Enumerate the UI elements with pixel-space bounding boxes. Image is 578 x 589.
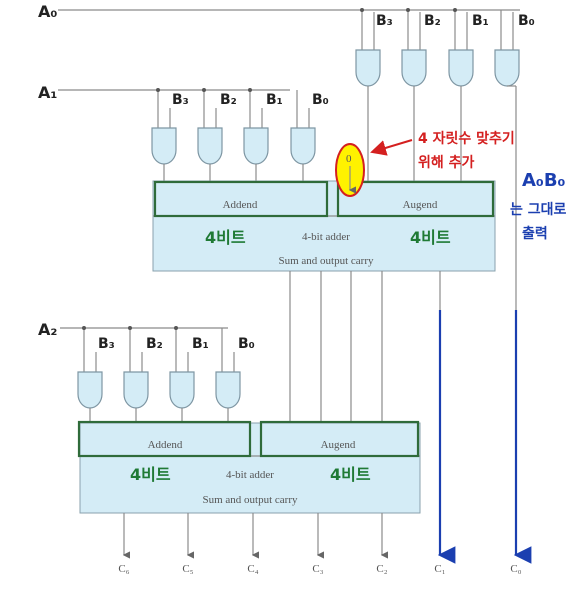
b0-label-mid: B₀ — [312, 92, 329, 108]
b2-label-top: B₂ — [424, 13, 441, 29]
blue-note-line2: 는 그대로 — [510, 202, 567, 218]
adder-top-addend-label: Addend — [223, 199, 258, 211]
b0-label-top: B₀ — [518, 13, 535, 29]
adder-top-addend-highlight — [153, 180, 329, 218]
adder-bottom-augend-label: Augend — [321, 439, 356, 451]
adder-bottom-augend-highlight — [259, 420, 420, 458]
adder-top-augend-highlight — [336, 180, 495, 218]
output-c1: C₁ — [434, 563, 445, 575]
blue-note-line1: A₀B₀ — [522, 170, 566, 191]
and-gate-mid-3 — [151, 127, 177, 165]
and-gate-bot-3 — [77, 371, 103, 409]
red-note-line2: 위해 추가 — [418, 155, 475, 171]
adder-top-box — [152, 180, 496, 272]
b0-label-bot: B₀ — [238, 336, 255, 352]
b3-label-top: B₃ — [376, 13, 393, 29]
adder-top-output: Sum and output carry — [278, 255, 374, 267]
and-gate-mid-0 — [290, 127, 316, 165]
red-arrow — [370, 139, 413, 156]
a0-label: A₀ — [38, 2, 57, 21]
and-gate-top-1 — [448, 49, 474, 87]
adder-bottom-output: Sum and output carry — [202, 494, 298, 506]
output-c4: C₄ — [247, 563, 258, 575]
adder-top-right-note: 4비트 — [410, 228, 451, 247]
and-gate-bot-0 — [215, 371, 241, 409]
adder-top-augend-label: Augend — [403, 199, 438, 211]
and-gate-bot-2 — [123, 371, 149, 409]
output-c3: C₃ — [312, 563, 323, 575]
a1-label: A₁ — [38, 83, 57, 102]
output-c0: C₀ — [510, 563, 521, 575]
adder-bottom-left-note: 4비트 — [130, 465, 171, 484]
b1-label-bot: B₁ — [192, 336, 209, 352]
b3-label-bot: B₃ — [98, 336, 115, 352]
adder-bottom-addend-label: Addend — [148, 439, 183, 451]
and-gate-top-3 — [355, 49, 381, 87]
b3-label-mid: B₃ — [172, 92, 189, 108]
and-gate-mid-2 — [197, 127, 223, 165]
red-note-line1: 4 자릿수 맞추기 — [418, 130, 515, 147]
blue-note-line3: 출력 — [522, 225, 548, 242]
output-c6: C₆ — [118, 563, 129, 575]
b2-label-mid: B₂ — [220, 92, 237, 108]
and-gate-mid-1 — [243, 127, 269, 165]
and-gate-bot-1 — [169, 371, 195, 409]
and-gate-top-0 — [494, 49, 520, 87]
b2-label-bot: B₂ — [146, 336, 163, 352]
adder-bottom-right-note: 4비트 — [330, 465, 371, 484]
zero-input-label: 0 — [346, 153, 352, 165]
adder-top-left-note: 4비트 — [205, 228, 246, 247]
output-c2: C₂ — [376, 563, 387, 575]
a2-label: A₂ — [38, 320, 57, 339]
output-c5: C₅ — [182, 563, 193, 575]
adder-top-title: 4-bit adder — [302, 231, 350, 243]
b1-label-top: B₁ — [472, 13, 489, 29]
adder-bottom-title: 4-bit adder — [226, 469, 274, 481]
adder-bottom-addend-highlight — [77, 420, 252, 458]
and-gate-top-2 — [401, 49, 427, 87]
b1-label-mid: B₁ — [266, 92, 283, 108]
